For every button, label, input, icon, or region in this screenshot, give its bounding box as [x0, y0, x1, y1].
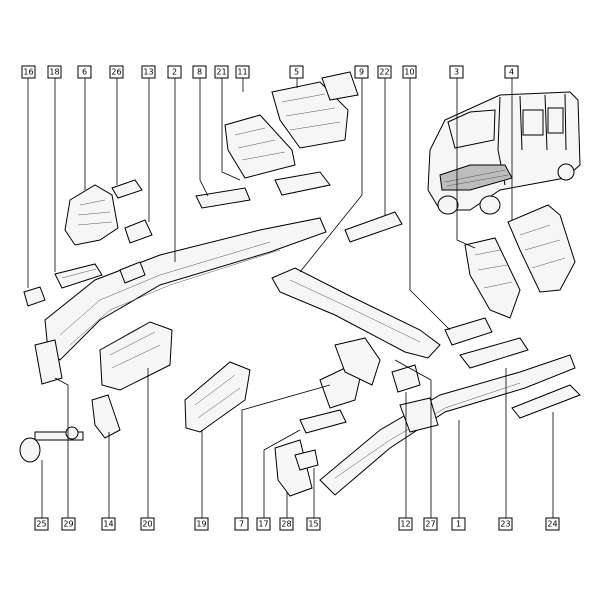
part-4: [507, 204, 576, 293]
parts-layer: [19, 71, 581, 497]
label-14: 14: [101, 517, 116, 531]
label-19: 19: [194, 517, 209, 531]
svg-text:10: 10: [404, 68, 414, 77]
svg-text:13: 13: [143, 68, 153, 77]
part-14: [91, 394, 121, 439]
svg-text:28: 28: [281, 520, 291, 529]
label-10: 10: [402, 65, 417, 79]
svg-text:8: 8: [197, 68, 202, 77]
label-12: 12: [398, 517, 413, 531]
svg-text:19: 19: [196, 520, 206, 529]
part-19: [184, 361, 251, 433]
label-9: 9: [354, 65, 369, 79]
svg-text:15: 15: [308, 520, 318, 529]
label-11: 11: [235, 65, 250, 79]
label-29: 29: [61, 517, 76, 531]
part-24: [511, 384, 581, 419]
part-16: [23, 286, 46, 307]
svg-text:26: 26: [111, 68, 121, 77]
part-12: [391, 364, 421, 393]
label-1: 1: [451, 517, 466, 531]
label-28: 28: [279, 517, 294, 531]
part-18: [54, 263, 103, 289]
part-3: [464, 237, 521, 319]
svg-text:16: 16: [23, 68, 33, 77]
label-18: 18: [47, 65, 62, 79]
svg-text:3: 3: [454, 68, 459, 77]
svg-text:22: 22: [379, 68, 389, 77]
svg-text:29: 29: [63, 520, 73, 529]
label-8: 8: [192, 65, 207, 79]
svg-text:11: 11: [237, 68, 247, 77]
label-5: 5: [289, 65, 304, 79]
bottom-labels: 25 29 14 20 19 7 17 28 15 12 27 1 23 24: [34, 517, 560, 531]
svg-text:7: 7: [239, 520, 244, 529]
svg-text:1: 1: [456, 520, 461, 529]
label-3: 3: [449, 65, 464, 79]
svg-text:25: 25: [36, 520, 46, 529]
part-5: [321, 71, 359, 101]
top-labels: 16 18 6 26 13 2 8 21 11 5 9 22 10 3 4: [21, 65, 519, 79]
label-6: 6: [77, 65, 92, 79]
svg-text:17: 17: [258, 520, 268, 529]
part-20: [99, 321, 173, 391]
part-9: [271, 267, 441, 359]
svg-text:5: 5: [294, 68, 299, 77]
label-13: 13: [141, 65, 156, 79]
svg-text:4: 4: [509, 68, 514, 77]
part-26: [111, 179, 143, 199]
label-17: 17: [256, 517, 271, 531]
part-10: [444, 317, 493, 346]
svg-text:20: 20: [142, 520, 152, 529]
part-6: [64, 184, 119, 246]
part-15: [294, 449, 319, 471]
leader-lines: [27, 78, 554, 518]
svg-text:27: 27: [425, 520, 435, 529]
van-illustration: [427, 91, 581, 215]
label-2: 2: [167, 65, 182, 79]
part-8: [195, 187, 251, 209]
label-20: 20: [140, 517, 155, 531]
svg-text:21: 21: [216, 68, 226, 77]
svg-text:24: 24: [547, 520, 557, 529]
svg-text:6: 6: [82, 68, 87, 77]
label-21: 21: [214, 65, 229, 79]
svg-text:23: 23: [500, 520, 510, 529]
label-4: 4: [504, 65, 519, 79]
svg-text:9: 9: [359, 68, 364, 77]
label-26: 26: [109, 65, 124, 79]
label-22: 22: [377, 65, 392, 79]
svg-text:2: 2: [172, 68, 177, 77]
part-13: [124, 219, 153, 244]
part-29: [34, 339, 63, 385]
label-23: 23: [498, 517, 513, 531]
label-15: 15: [306, 517, 321, 531]
part-23: [459, 337, 529, 369]
part-27: [399, 397, 439, 433]
svg-text:12: 12: [400, 520, 410, 529]
part-22: [274, 171, 331, 196]
part-21: [224, 114, 296, 179]
label-25: 25: [34, 517, 49, 531]
label-27: 27: [423, 517, 438, 531]
label-24: 24: [545, 517, 560, 531]
part-25: [19, 426, 84, 463]
part-7: [319, 367, 361, 409]
part-22b: [344, 211, 403, 243]
label-16: 16: [21, 65, 36, 79]
svg-text:14: 14: [103, 520, 113, 529]
part-17: [299, 409, 347, 434]
svg-text:18: 18: [49, 68, 59, 77]
label-7: 7: [234, 517, 249, 531]
